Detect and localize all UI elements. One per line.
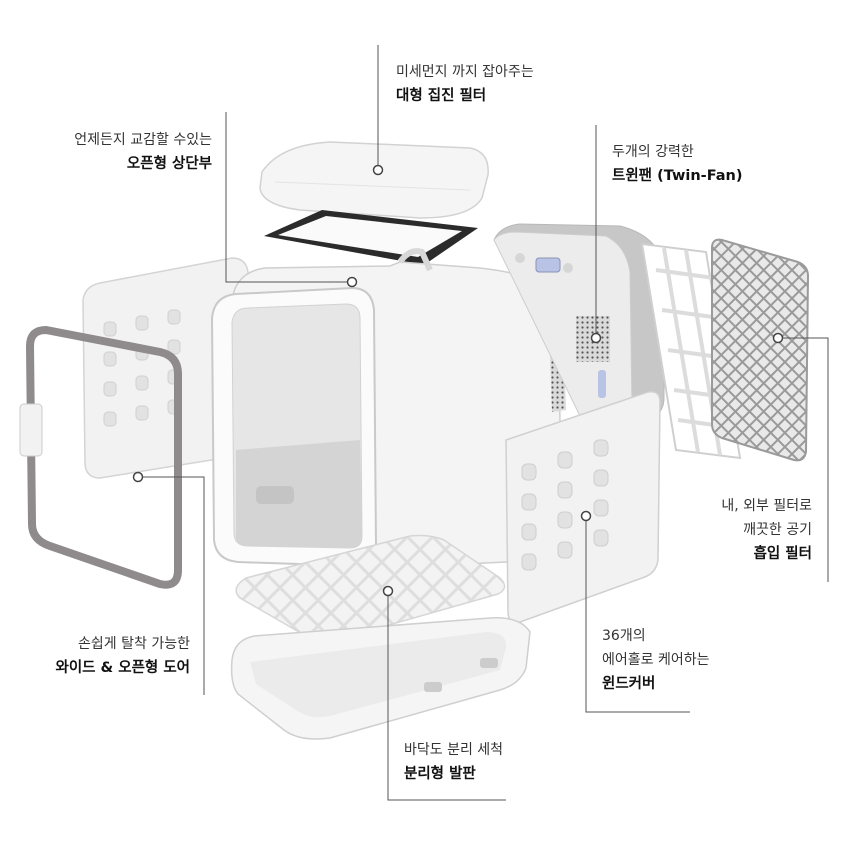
callout-open-top-line1: 언제든지 교감할 수있는 <box>74 132 212 148</box>
air-hole <box>593 499 609 517</box>
air-hole <box>521 463 537 481</box>
callout-intake-filter-title: 흡입 필터 <box>753 546 812 562</box>
left-side-panel <box>82 257 251 479</box>
air-hole <box>521 553 537 571</box>
air-hole <box>557 511 573 529</box>
callout-door-title: 와이드 & 오픈형 도어 <box>55 660 190 676</box>
door-frame <box>19 325 182 589</box>
callout-intake-filter: 내, 외부 필터로 깨끗한 공기 흡입 필터 <box>640 494 812 566</box>
callout-twin-fan-title: 트윈팬 (Twin-Fan) <box>612 168 743 184</box>
callout-dots <box>132 164 784 597</box>
air-hole <box>593 439 609 457</box>
air-hole <box>103 381 117 397</box>
air-hole <box>167 309 181 325</box>
callout-dust-filter-title: 대형 집진 필터 <box>396 88 487 104</box>
callout-twin-fan: 두개의 강력한 트윈팬 (Twin-Fan) <box>612 140 743 188</box>
air-hole <box>521 493 537 511</box>
callout-wind-cover-title: 윈드커버 <box>602 676 656 692</box>
air-hole <box>521 523 537 541</box>
callout-door: 손쉽게 탈착 가능한 와이드 & 오픈형 도어 <box>10 632 190 680</box>
air-hole <box>103 411 117 427</box>
callout-floor-title: 분리형 발판 <box>404 766 476 782</box>
inner-mesh-filter <box>711 238 810 462</box>
callout-dust-filter: 미세먼지 까지 잡아주는 대형 집진 필터 <box>396 60 534 108</box>
air-hole <box>593 529 609 547</box>
air-hole <box>103 321 117 337</box>
callout-wind-cover-line2: 에어홀로 케어하는 <box>602 652 710 668</box>
air-hole <box>557 481 573 499</box>
callout-dust-filter-line1: 미세먼지 까지 잡아주는 <box>396 64 534 80</box>
callout-intake-filter-line2: 깨끗한 공기 <box>743 522 812 538</box>
callout-open-top: 언제든지 교감할 수있는 오픈형 상단부 <box>20 128 212 176</box>
air-hole <box>557 451 573 469</box>
callout-twin-fan-line1: 두개의 강력한 <box>612 144 694 160</box>
callout-wind-cover-line1: 36개의 <box>602 628 646 644</box>
air-hole <box>167 339 181 355</box>
air-hole <box>593 469 609 487</box>
leader-lines <box>138 45 829 801</box>
dust-filter-lid <box>259 141 489 219</box>
air-hole <box>103 351 117 367</box>
air-hole <box>557 541 573 559</box>
floor-mat <box>235 534 506 643</box>
air-holes <box>521 439 609 571</box>
callout-wind-cover: 36개의 에어홀로 케어하는 윈드커버 <box>602 624 710 696</box>
bottom-tray <box>230 617 531 740</box>
callout-floor-line1: 바닥도 분리 세척 <box>404 742 504 758</box>
wind-cover <box>505 390 661 624</box>
air-hole <box>135 375 149 391</box>
callout-floor: 바닥도 분리 세척 분리형 발판 <box>404 738 503 786</box>
callout-open-top-title: 오픈형 상단부 <box>126 156 212 172</box>
air-hole <box>135 405 149 421</box>
hepa-filter <box>264 210 478 265</box>
callout-door-line1: 손쉽게 탈착 가능한 <box>78 636 190 652</box>
air-hole <box>135 315 149 331</box>
callout-intake-filter-line1: 내, 외부 필터로 <box>721 498 812 514</box>
twin-fan-unit <box>493 223 665 421</box>
